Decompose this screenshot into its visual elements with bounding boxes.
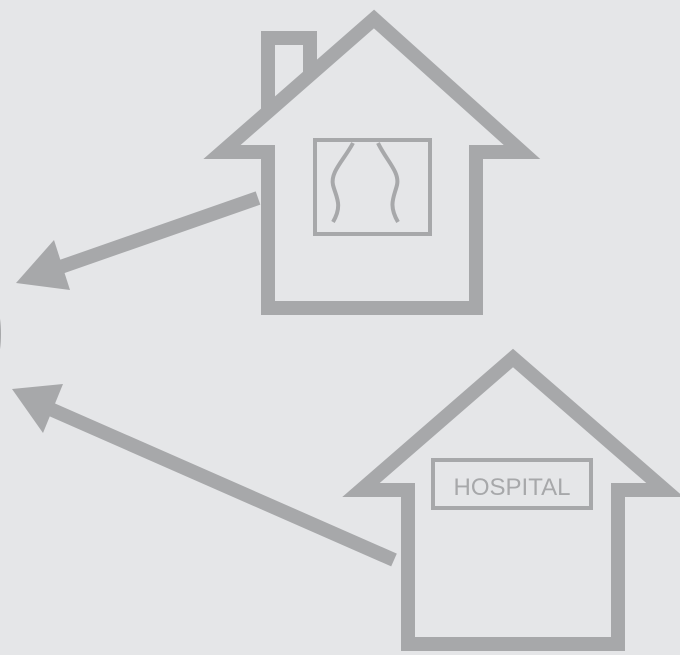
- curtained-window-icon: [313, 138, 432, 236]
- hospital-sign-label: HOSPITAL: [454, 474, 571, 501]
- arrow-hospital-to-left: [12, 384, 397, 567]
- hospital-building-icon: [342, 348, 680, 651]
- house-icon: [203, 9, 541, 315]
- arrow-house-to-left: [16, 191, 261, 290]
- hospital-sign: HOSPITAL: [431, 458, 593, 510]
